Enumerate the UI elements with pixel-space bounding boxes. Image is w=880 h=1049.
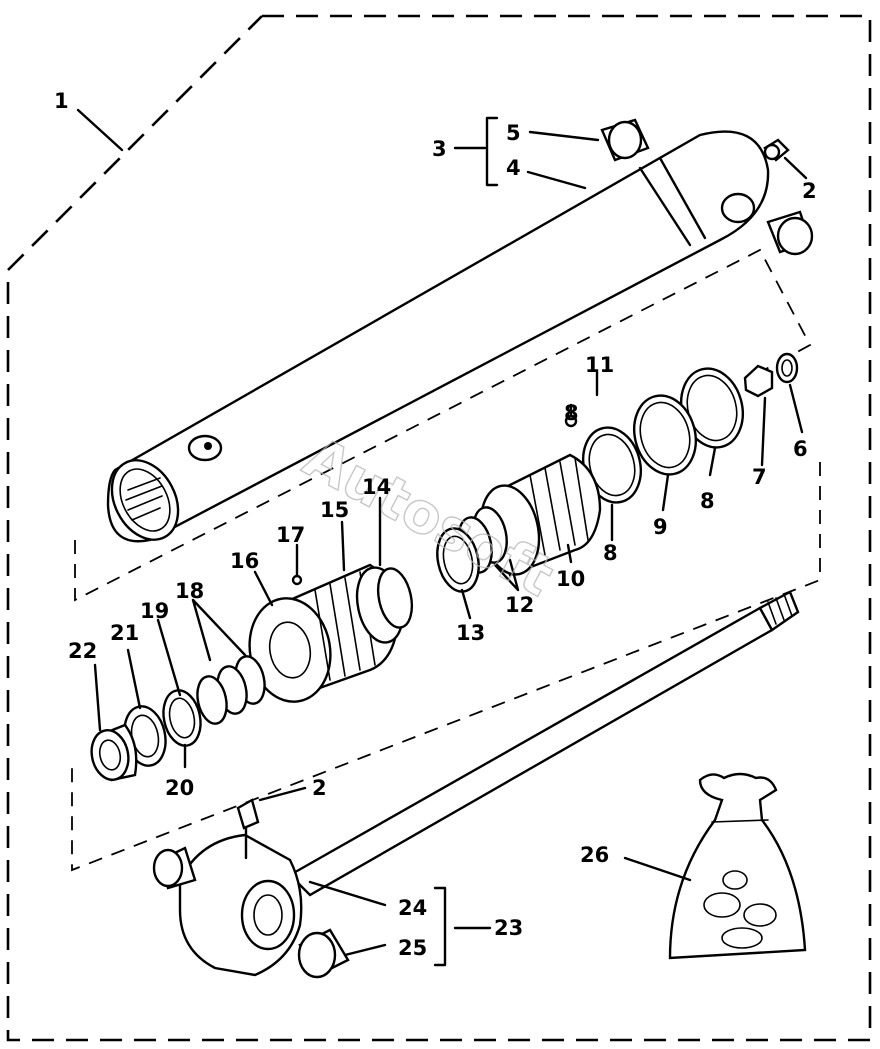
- callout-11: 11: [585, 353, 614, 377]
- callout-2-bottom: 2: [312, 776, 327, 800]
- callout-1: 1: [54, 89, 69, 113]
- parts-bag: [668, 772, 807, 960]
- cylinder-barrel: [106, 130, 770, 543]
- callout-8-pin: 8: [564, 401, 579, 425]
- piston-rod: [288, 590, 800, 897]
- wiper-and-seal-rings: [90, 689, 202, 782]
- callout-19: 19: [140, 599, 169, 623]
- grease-fitting-bottom: [236, 798, 260, 860]
- callout-13: 13: [456, 621, 485, 645]
- callout-3: 3: [432, 137, 447, 161]
- rod-gland: [248, 563, 414, 703]
- callout-8-lower: 8: [603, 541, 618, 565]
- gland-rings-18: [196, 655, 266, 725]
- callout-8-right: 8: [700, 489, 715, 513]
- callout-15: 15: [320, 498, 349, 522]
- callout-2-top: 2: [802, 179, 817, 203]
- callouts: 1 3 5 4 2 11 8 6 7 8 9 8 10 14 15 17 16 …: [54, 89, 817, 960]
- callout-23: 23: [494, 916, 523, 940]
- leader-lines: [76, 108, 808, 967]
- callout-22: 22: [68, 639, 97, 663]
- seal-kit-boundary: [71, 248, 821, 872]
- callout-12: 12: [505, 593, 534, 617]
- callout-21: 21: [110, 621, 139, 645]
- callout-25: 25: [398, 936, 427, 960]
- callout-14: 14: [362, 475, 391, 499]
- grease-fitting-top: [763, 138, 790, 162]
- callout-20: 20: [165, 776, 194, 800]
- piston-rings-12-13: [436, 506, 508, 593]
- callout-7: 7: [752, 465, 767, 489]
- callout-16: 16: [230, 549, 259, 573]
- callout-9: 9: [653, 515, 668, 539]
- nut-and-washer: [743, 352, 799, 398]
- callout-4: 4: [506, 156, 521, 180]
- callout-6: 6: [793, 437, 808, 461]
- rod-eye: [152, 833, 303, 977]
- callout-26: 26: [580, 843, 609, 867]
- callout-24: 24: [398, 896, 427, 920]
- bushing-top: [600, 118, 814, 256]
- callout-10: 10: [556, 567, 585, 591]
- upper-seal-rings: [582, 367, 744, 504]
- bushing-bottom: [297, 928, 350, 979]
- callout-5: 5: [506, 121, 521, 145]
- callout-18: 18: [175, 579, 204, 603]
- callout-17: 17: [276, 523, 305, 547]
